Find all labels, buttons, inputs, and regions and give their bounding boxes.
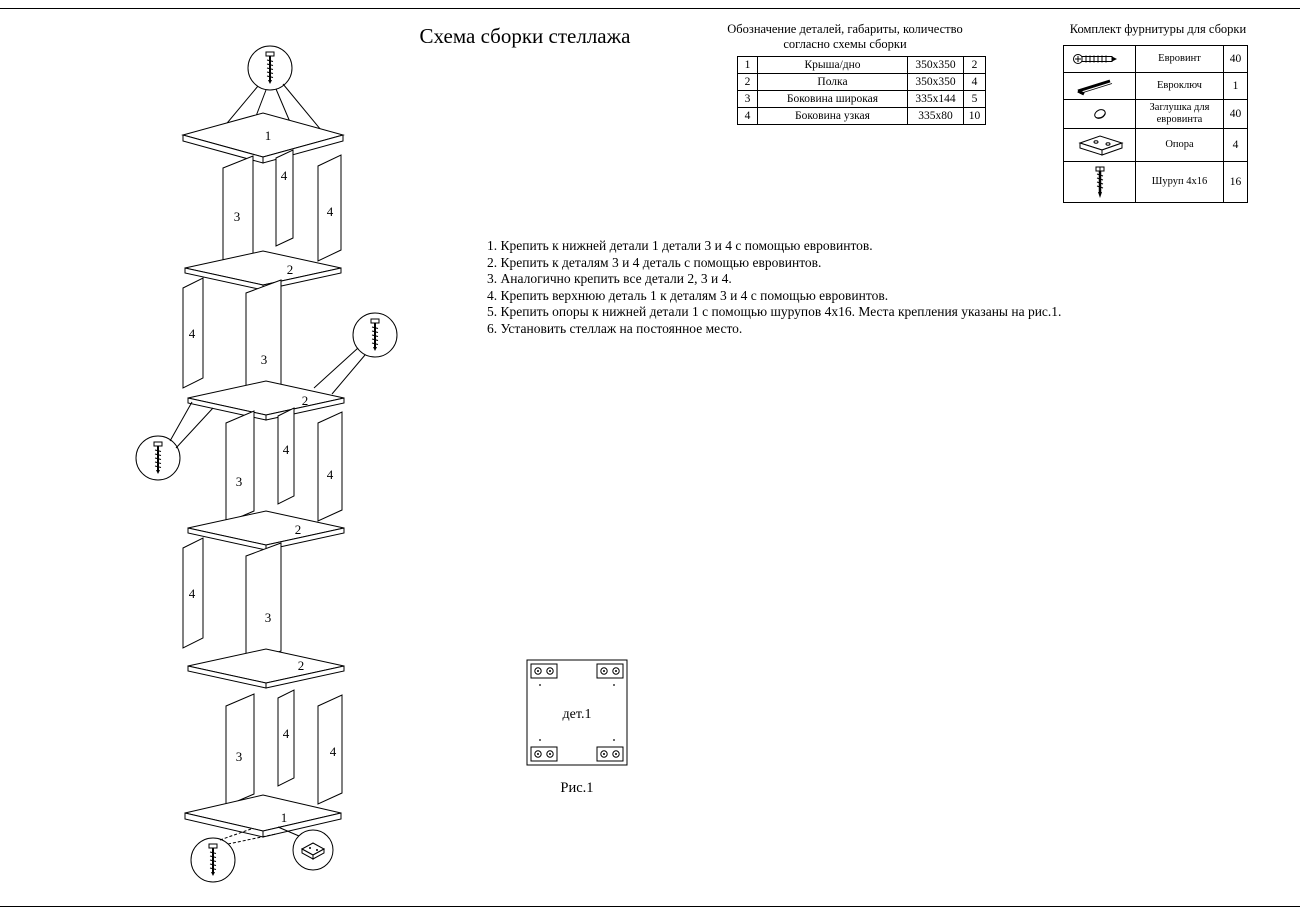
table-row: Опора 4 xyxy=(1063,128,1248,162)
part-qty: 5 xyxy=(963,90,986,108)
table-row: Шуруп 4х16 16 xyxy=(1063,161,1248,203)
instruction-step: 5. Крепить опоры к нижней детали 1 с пом… xyxy=(487,304,1062,320)
hardware-qty: 16 xyxy=(1223,161,1248,203)
figure-caption: Рис.1 xyxy=(560,780,594,796)
instruction-step: 6. Установить стеллаж на постоянное мест… xyxy=(487,320,743,336)
part-size: 335х80 xyxy=(907,107,964,125)
table-row: Заглушка для евровинта 40 xyxy=(1063,99,1248,129)
part-label-2: 2 xyxy=(287,262,294,277)
part-qty: 2 xyxy=(963,56,986,74)
part-name: Боковина широкая xyxy=(757,90,908,108)
hardware-qty: 1 xyxy=(1223,72,1248,100)
shelf1-part2: 2 xyxy=(184,250,342,291)
corner-fastening-br xyxy=(596,739,624,762)
detail-label: дет.1 xyxy=(563,707,592,722)
bottom-screw-callout xyxy=(190,828,277,883)
hardware-qty: 4 xyxy=(1223,128,1248,162)
page-title: Схема сборки стеллажа xyxy=(419,24,631,48)
instruction-step: 3. Аналогично крепить все детали 2, 3 и … xyxy=(487,271,732,287)
part-label-4: 4 xyxy=(283,442,290,457)
hardware-caption: Комплект фурнитуры для сборки xyxy=(1069,22,1247,36)
right-eurovint-callout xyxy=(313,312,398,395)
shelf2-part2: 2 xyxy=(187,380,345,421)
cap-icon xyxy=(1093,109,1106,119)
module2-panels: 4 3 xyxy=(182,277,282,402)
parts-caption-line1: Обозначение деталей, габариты, количеств… xyxy=(727,22,963,36)
bottom-board-part1: 1 xyxy=(184,794,342,838)
part-label-2: 2 xyxy=(298,658,305,673)
instruction-step: 1. Крепить к нижней детали 1 детали 3 и … xyxy=(487,238,873,253)
detail-figure: дет.1 xyxy=(526,659,628,766)
exploded-view-diagram: 1 4 4 3 2 4 3 xyxy=(135,45,398,883)
hardware-name: Евровинт xyxy=(1135,45,1224,73)
hardware-table: Евровинт 40 Евроключ 1 xyxy=(1063,45,1248,203)
part-label-1: 1 xyxy=(265,128,272,143)
module5-panels: 4 4 3 xyxy=(225,689,343,807)
module4-panels: 4 3 xyxy=(182,537,282,665)
part-qty: 4 xyxy=(963,73,986,91)
part-num: 1 xyxy=(737,56,758,74)
part-num: 3 xyxy=(737,90,758,108)
page-border-top xyxy=(0,8,1300,9)
part-label-4: 4 xyxy=(189,326,196,341)
top-eurovint-callout xyxy=(222,45,322,131)
table-row: 3 Боковина широкая 335х144 5 xyxy=(737,90,986,108)
shelf3-part2: 2 xyxy=(187,510,345,551)
part-size: 350х350 xyxy=(907,56,964,74)
page-border-bottom xyxy=(0,906,1300,907)
part-label-4: 4 xyxy=(189,586,196,601)
hardware-name: Заглушка для евровинта xyxy=(1135,99,1224,129)
hardware-qty: 40 xyxy=(1223,99,1248,129)
bottom-foot-callout xyxy=(277,826,334,871)
corner-fastening-tr xyxy=(596,663,624,686)
shelf4-part2: 2 xyxy=(187,648,345,689)
screw-icon xyxy=(1095,166,1104,198)
part-label-4: 4 xyxy=(283,726,290,741)
part-label-4: 4 xyxy=(327,204,334,219)
module1-panels: 4 4 3 xyxy=(222,149,342,269)
table-row: 2 Полка 350х350 4 xyxy=(737,73,986,91)
part-num: 4 xyxy=(737,107,758,125)
part-name: Крыша/дно xyxy=(757,56,908,74)
module3-panels: 4 4 3 xyxy=(225,407,343,524)
part-label-2: 2 xyxy=(302,393,309,408)
foot-icon xyxy=(1077,135,1124,156)
hex-key-icon xyxy=(1076,79,1112,96)
hardware-qty: 40 xyxy=(1223,45,1248,73)
part-label-3: 3 xyxy=(265,610,272,625)
part-label-3: 3 xyxy=(236,749,243,764)
part-label-4: 4 xyxy=(327,467,334,482)
table-row: Евровинт 40 xyxy=(1063,45,1248,73)
part-num: 2 xyxy=(737,73,758,91)
part-name: Полка xyxy=(757,73,908,91)
part-label-3: 3 xyxy=(261,352,268,367)
table-row: 1 Крыша/дно 350х350 2 xyxy=(737,56,986,74)
part-label-4: 4 xyxy=(281,168,288,183)
corner-fastening-bl xyxy=(530,739,558,762)
left-eurovint-callout xyxy=(135,401,214,481)
part-name: Боковина узкая xyxy=(757,107,908,125)
part-size: 350х350 xyxy=(907,73,964,91)
part-size: 335х144 xyxy=(907,90,964,108)
parts-caption-line2: согласно схемы сборки xyxy=(783,37,907,51)
part-label-4: 4 xyxy=(330,744,337,759)
table-row: Евроключ 1 xyxy=(1063,72,1248,100)
corner-fastening-tl xyxy=(530,663,558,686)
hardware-name: Шуруп 4х16 xyxy=(1135,161,1224,203)
part-qty: 10 xyxy=(963,107,986,125)
top-board-part1: 1 xyxy=(181,112,345,164)
part-label-1: 1 xyxy=(281,810,288,825)
part-label-3: 3 xyxy=(234,209,241,224)
eurovint-icon xyxy=(1072,54,1117,64)
hardware-name: Опора xyxy=(1135,128,1224,162)
instruction-step: 2. Крепить к деталям 3 и 4 деталь с помо… xyxy=(487,254,822,270)
hardware-name: Евроключ xyxy=(1135,72,1224,100)
parts-table-caption: Обозначение деталей, габариты, количеств… xyxy=(700,22,990,52)
instruction-step: 4. Крепить верхнюю деталь 1 к деталям 3 … xyxy=(487,287,889,303)
parts-table: 1 Крыша/дно 350х350 2 2 Полка 350х350 4 … xyxy=(737,56,986,125)
part-label-2: 2 xyxy=(295,522,302,537)
assembly-instructions: 1. Крепить к нижней детали 1 детали 3 и … xyxy=(487,238,1207,338)
table-row: 4 Боковина узкая 335х80 10 xyxy=(737,107,986,125)
part-label-3: 3 xyxy=(236,474,243,489)
